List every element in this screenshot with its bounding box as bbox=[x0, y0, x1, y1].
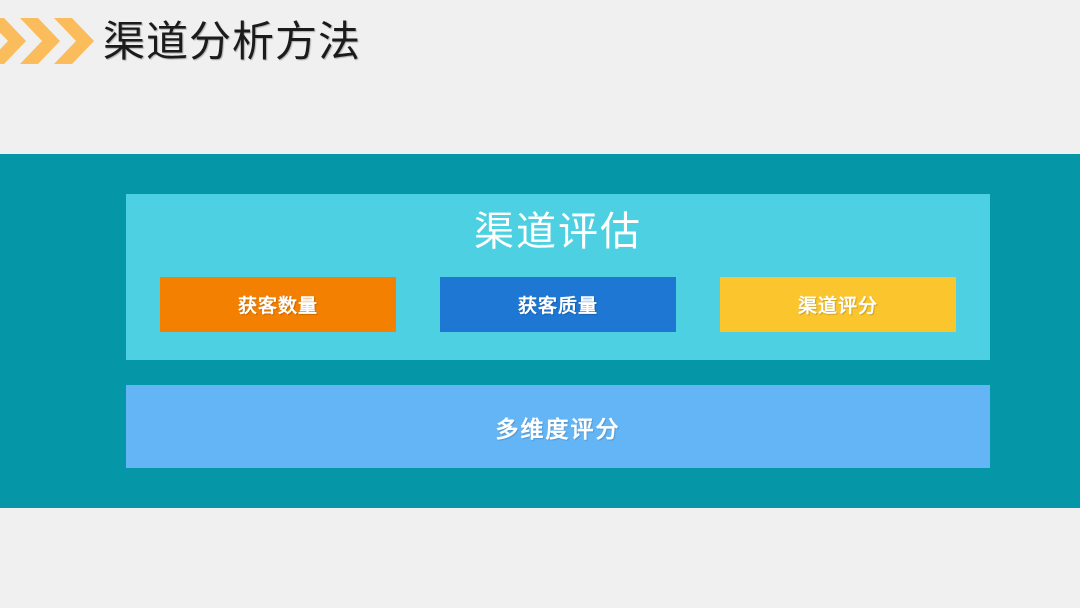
evaluation-boxes-row: 获客数量 获客质量 渠道评分 bbox=[160, 277, 956, 332]
channel-evaluation-panel: 渠道评估 获客数量 获客质量 渠道评分 bbox=[126, 194, 990, 360]
evaluation-box-label: 获客质量 bbox=[517, 296, 598, 317]
chevron-right-icon bbox=[20, 18, 60, 64]
multi-dimension-score-bar[interactable]: 多维度评分 bbox=[126, 385, 990, 468]
panel-title: 渠道评估 bbox=[474, 210, 642, 254]
chevron-right-icon bbox=[54, 18, 94, 64]
chevron-right-icon bbox=[0, 18, 26, 64]
evaluation-box-acquisition-quantity[interactable]: 获客数量 bbox=[160, 277, 396, 332]
evaluation-box-label: 获客数量 bbox=[237, 296, 318, 317]
diagram-band: 渠道评估 获客数量 获客质量 渠道评分 多维度评分 bbox=[0, 154, 1080, 508]
evaluation-box-acquisition-quality[interactable]: 获客质量 bbox=[440, 277, 676, 332]
slide-header: 渠道分析方法 bbox=[0, 0, 1080, 100]
page-title: 渠道分析方法 bbox=[103, 18, 362, 65]
evaluation-box-channel-score[interactable]: 渠道评分 bbox=[720, 277, 956, 332]
evaluation-box-label: 渠道评分 bbox=[797, 296, 878, 317]
bottom-bar-label: 多维度评分 bbox=[495, 415, 621, 442]
chevron-group bbox=[0, 18, 106, 64]
